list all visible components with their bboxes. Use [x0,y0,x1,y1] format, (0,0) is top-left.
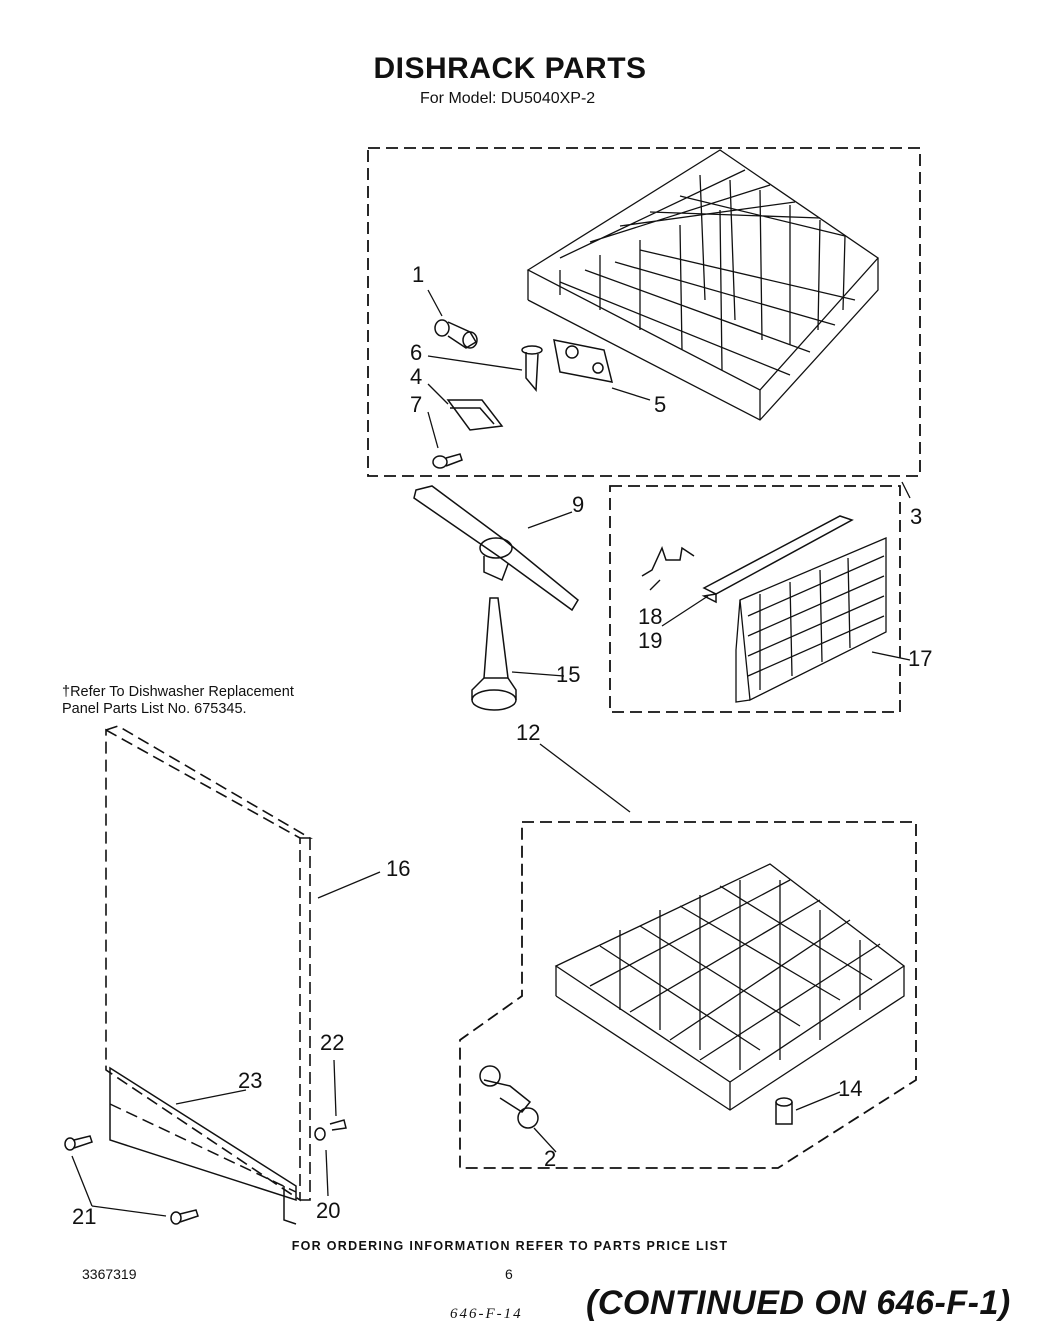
page-title: DISHRACK PARTS [373,52,647,85]
rack-roller-part-2 [479,1065,539,1129]
callout-15: 15 [556,662,580,687]
handwritten-reference: 646-F-14 [450,1306,523,1322]
callout-1: 1 [412,262,424,287]
spray-tower-part-15 [471,597,517,711]
screw-part-21 [64,1135,199,1225]
note-line-2: Panel Parts List No. 675345. [62,701,247,717]
callout-18: 18 [638,604,662,629]
callout-12: 12 [516,720,540,745]
screw-part-20-22 [314,1119,347,1141]
clip-part-18 [641,545,695,577]
bracket-part-5 [553,339,614,383]
lower-rack-illustration [554,863,906,1111]
model-subtitle: For Model: DU5040XP-2 [420,90,596,107]
callout-5: 5 [654,392,666,417]
filter-bar-part-19 [701,515,854,604]
leader-lines [71,289,911,1217]
spray-arm-part-9 [413,485,579,612]
lower-rack-assembly-box [459,821,917,1169]
upper-rack-illustration [526,149,879,421]
rack-stop-part-4 [446,399,504,431]
callout-9: 9 [572,492,584,517]
callout-6: 6 [410,340,422,365]
door-panel-part-16 [105,725,313,1202]
document-number: 3367319 [82,1266,137,1282]
callout-22: 22 [320,1030,344,1055]
callout-16: 16 [386,856,410,881]
callout-17: 17 [908,646,932,671]
cap-part-14 [775,1097,793,1125]
panel-reference-note: †Refer To Dishwasher Replacement Panel P… [62,684,294,718]
callout-3: 3 [910,504,922,529]
ordering-info: FOR ORDERING INFORMATION REFER TO PARTS … [291,1239,729,1253]
filter-screen-part-17 [735,537,887,703]
rack-roller-part-1 [434,319,478,349]
screw-part-7 [432,453,463,469]
callout-21: 21 [72,1204,96,1229]
callout-labels: 1 6 4 7 5 3 9 18 19 17 15 12 16 22 23 14… [72,262,932,1229]
callout-19: 19 [638,628,662,653]
stud-part-6 [521,345,543,392]
continued-note: (CONTINUED ON 646-F-1) [586,1284,1011,1322]
note-line-1: †Refer To Dishwasher Replacement [62,684,294,700]
upper-rack-assembly-box [367,147,921,477]
callout-7: 7 [410,392,422,417]
callout-23: 23 [238,1068,262,1093]
page-number: 6 [505,1266,513,1282]
callout-14: 14 [838,1076,862,1101]
filter-assembly-box [609,485,901,713]
callout-20: 20 [316,1198,340,1223]
trim-strip-part-23 [109,1066,297,1225]
callout-2: 2 [544,1146,556,1171]
callout-4: 4 [410,364,422,389]
